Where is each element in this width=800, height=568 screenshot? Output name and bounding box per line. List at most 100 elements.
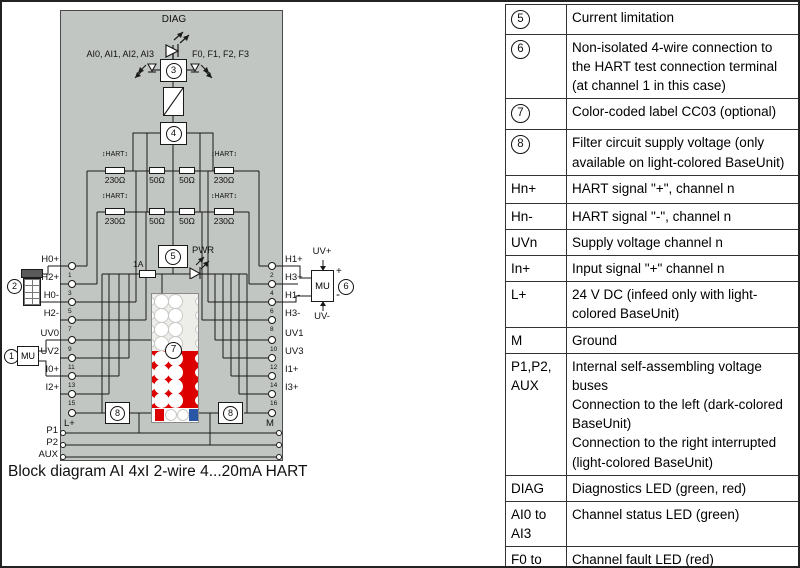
legend-desc: Ground <box>566 326 798 354</box>
resistor-value-0-1: 50Ω <box>149 175 165 185</box>
resistor-0-0 <box>105 167 125 174</box>
terminal-number-10: 10 <box>270 346 278 353</box>
terminal-number-7: 7 <box>68 326 72 333</box>
legend-row: In+Input signal "+" channel n <box>505 255 798 283</box>
mu-minus-sign: - <box>336 287 340 301</box>
terminal-point-5 <box>68 298 76 306</box>
strip-dot <box>167 307 183 323</box>
strip-dot <box>195 396 198 406</box>
terminal-number-15: 15 <box>68 400 76 407</box>
bus-dot-left-0 <box>60 430 66 436</box>
resistor-1-1 <box>149 208 165 215</box>
resistor-1-0 <box>105 208 125 215</box>
terminal-label-H3+: H3+ <box>285 272 303 283</box>
terminal-point-m <box>268 409 276 417</box>
legend-term: In+ <box>505 255 567 283</box>
legend-desc: HART signal "-", channel n <box>566 202 798 230</box>
resistor-0-3 <box>214 167 234 174</box>
hart-marker-1-0: ↕HART↕ <box>102 193 128 200</box>
legend-desc: 24 V DC (infeed only with light-colored … <box>566 281 798 328</box>
strip-dot <box>195 367 198 377</box>
terminal-point-2 <box>268 262 276 270</box>
strip-dot <box>167 379 183 395</box>
uv-plus-label: UV+ <box>312 246 332 257</box>
legend-term: 8 <box>505 129 567 176</box>
strip-dot <box>153 379 169 395</box>
terminal-point-3 <box>68 280 76 288</box>
legend-term: L+ <box>505 281 567 328</box>
legend-term: P1,P2, AUX <box>505 352 567 476</box>
terminal-number-11: 11 <box>68 364 75 371</box>
strip-dot <box>195 382 198 392</box>
m-label: M <box>266 418 274 429</box>
diag-led-icon <box>165 31 190 59</box>
strip-dot <box>167 364 183 380</box>
strip-dot <box>152 367 155 377</box>
resistor-value-1-2: 50Ω <box>179 216 195 226</box>
strip-dot <box>153 294 169 309</box>
terminal-number-14: 14 <box>270 382 278 389</box>
callout-5: 5 <box>165 248 181 265</box>
resistor-1-3 <box>214 208 234 215</box>
callout-8-right: 8 <box>223 405 238 421</box>
legend-desc: Channel status LED (green) <box>566 500 798 548</box>
terminal-number-12: 12 <box>270 364 278 371</box>
strip-dot <box>177 409 189 421</box>
current-limit-box: 5 <box>158 245 188 268</box>
led-control-box: 3 <box>160 59 187 82</box>
legend-desc: HART signal "+", channel n <box>566 174 798 204</box>
terminal-number-6: 6 <box>270 308 274 315</box>
diag-led-label: DIAG <box>161 14 187 25</box>
legend-callout-8: 8 <box>511 135 530 155</box>
mu-right-label: MU <box>315 280 330 292</box>
terminal-point-9 <box>68 336 76 344</box>
terminal-number-2: 2 <box>270 272 274 279</box>
bus-label-p1: P1 <box>46 425 58 436</box>
terminal-number-4: 4 <box>270 290 274 297</box>
legend-term: AI0 to AI3 <box>505 500 567 548</box>
terminal-point-10 <box>268 336 276 344</box>
terminal-label-UV0: UV0 <box>40 328 59 339</box>
terminal-point-7 <box>68 316 76 324</box>
terminal-label-H1-: H1- <box>285 290 301 301</box>
lplus-label: L+ <box>64 418 75 429</box>
legend-row: F0 to F3Channel fault LED (red) <box>505 546 798 566</box>
legend-desc: Diagnostics LED (green, red) <box>566 474 798 502</box>
mu-left-label: MU <box>21 351 35 361</box>
strip-dot <box>167 294 183 309</box>
bus-dot-right-0 <box>276 430 282 436</box>
bus-label-p2: P2 <box>46 437 58 448</box>
legend-term: DIAG <box>505 474 567 502</box>
legend-row: Hn-HART signal "-", channel n <box>505 202 798 230</box>
terminal-point-14 <box>268 372 276 380</box>
terminal-point-lplus <box>68 409 76 417</box>
diagram-caption: Block diagram AI 4xI 2-wire 4...20mA HAR… <box>8 463 308 480</box>
terminal-point-15 <box>68 390 76 398</box>
resistor-value-1-3: 230Ω <box>213 216 235 226</box>
bus-dot-left-1 <box>60 442 66 448</box>
strip-blue-mark <box>189 409 198 421</box>
terminal-number-13: 13 <box>68 382 76 389</box>
legend-row: Hn+HART signal "+", channel n <box>505 174 798 204</box>
mu-right-box: MU <box>311 270 334 302</box>
legend-term: 7 <box>505 98 567 131</box>
hart-marker-0-1: ↕HART↕ <box>211 151 237 158</box>
terminal-number-8: 8 <box>270 326 274 333</box>
resistor-1-2 <box>179 208 195 215</box>
resistor-value-1-1: 50Ω <box>149 216 165 226</box>
strip-dot <box>153 364 169 380</box>
terminal-label-I3+: I3+ <box>285 382 299 393</box>
hart-marker-0-0: ↕HART↕ <box>102 151 128 158</box>
legend-term: 6 <box>505 33 567 100</box>
terminal-number-9: 9 <box>68 346 72 353</box>
legend-desc: Current limitation <box>566 4 798 35</box>
strip-dot <box>167 322 183 338</box>
callout-3: 3 <box>165 62 182 79</box>
terminal-label-I0+: I0+ <box>45 364 59 375</box>
resistor-value-0-0: 230Ω <box>104 175 126 185</box>
legend-desc: Supply voltage channel n <box>566 228 798 257</box>
